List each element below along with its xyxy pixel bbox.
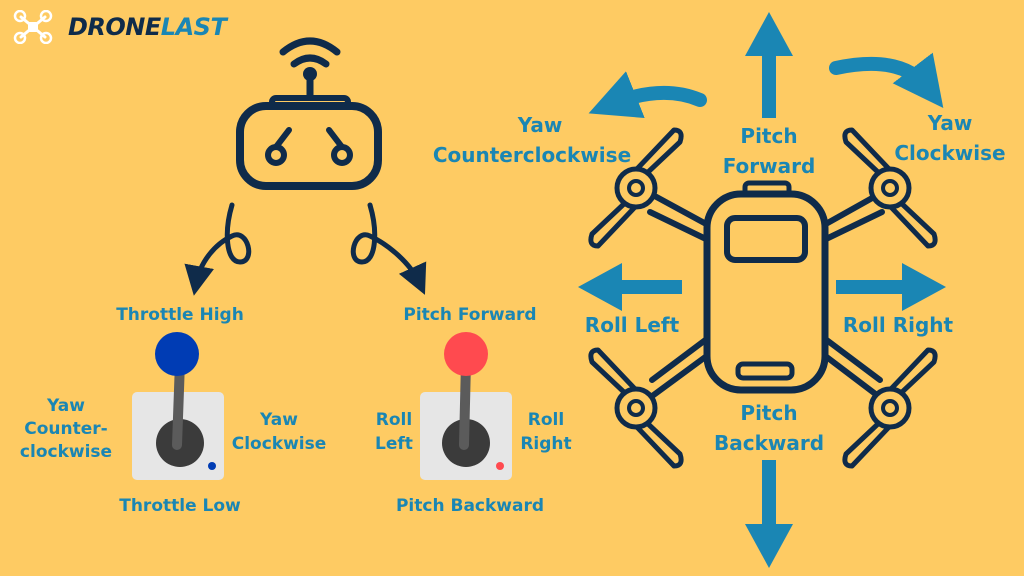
curved-arrow-left bbox=[184, 202, 252, 296]
left-joystick-icon bbox=[132, 332, 224, 480]
yaw-counterclockwise-arrow bbox=[588, 71, 707, 119]
roll-right-arrow bbox=[836, 280, 902, 294]
left-stick-top-label: Throttle High bbox=[116, 305, 244, 325]
right-stick-left-line1: Roll bbox=[375, 410, 413, 430]
right-stick-left-line2: Left bbox=[375, 434, 413, 455]
logo-text-last: LAST bbox=[160, 13, 227, 41]
right-stick-right-label: Roll Right bbox=[514, 408, 578, 457]
drone-icon bbox=[591, 130, 935, 466]
roll-right-label: Roll Right bbox=[842, 313, 954, 337]
left-stick-right-line2: Clockwise bbox=[231, 434, 327, 455]
right-stick-top-label: Pitch Forward bbox=[403, 305, 537, 325]
left-stick-right-line1: Yaw bbox=[260, 410, 298, 430]
left-stick-left-line1: Yaw bbox=[47, 396, 85, 416]
yaw-ccw-line1: Yaw bbox=[517, 113, 563, 137]
pitch-forward-label: Pitch Forward bbox=[706, 121, 832, 181]
right-stick-right-line2: Right bbox=[520, 434, 572, 455]
left-stick-left-label: Yaw Counter- clockwise bbox=[10, 395, 122, 464]
pitch-forward-line2: Forward bbox=[722, 154, 816, 178]
right-stick-left-label: Roll Left bbox=[366, 408, 422, 457]
right-stick-right-line1: Roll bbox=[527, 410, 565, 430]
logo-drone-icon bbox=[13, 10, 53, 44]
yaw-clockwise-arrow bbox=[829, 52, 944, 109]
remote-controller-icon bbox=[236, 37, 382, 190]
drone-arrows bbox=[578, 12, 946, 568]
pitch-backward-line1: Pitch bbox=[740, 401, 798, 425]
pitch-forward-line1: Pitch bbox=[740, 124, 798, 148]
logo: DRONELAST bbox=[12, 10, 227, 44]
roll-left-label: Roll Left bbox=[584, 313, 680, 337]
yaw-cw-line2: Clockwise bbox=[894, 141, 1006, 165]
left-stick-left-line2: Counter- bbox=[24, 419, 108, 440]
pitch-backward-label: Pitch Backward bbox=[696, 398, 842, 458]
left-stick-left-line3: clockwise bbox=[19, 442, 113, 463]
pitch-forward-arrow bbox=[762, 54, 776, 118]
right-stick-bottom-label: Pitch Backward bbox=[395, 496, 545, 516]
curved-arrow-right bbox=[350, 202, 427, 295]
yaw-cw-line1: Yaw bbox=[927, 111, 973, 135]
yaw-clockwise-label: Yaw Clockwise bbox=[880, 108, 1020, 168]
left-stick-bottom-label: Throttle Low bbox=[119, 496, 241, 516]
pitch-backward-line2: Backward bbox=[713, 431, 825, 455]
left-stick-right-label: Yaw Clockwise bbox=[224, 408, 334, 457]
logo-text: DRONELAST bbox=[68, 13, 227, 41]
roll-left-arrow bbox=[620, 280, 682, 294]
logo-text-drone: DRONE bbox=[68, 13, 161, 41]
yaw-ccw-line2: Counterclockwise bbox=[432, 143, 632, 167]
yaw-counterclockwise-label: Yaw Counterclockwise bbox=[414, 110, 650, 170]
pitch-backward-arrow bbox=[762, 460, 776, 526]
right-joystick-icon bbox=[420, 332, 512, 480]
